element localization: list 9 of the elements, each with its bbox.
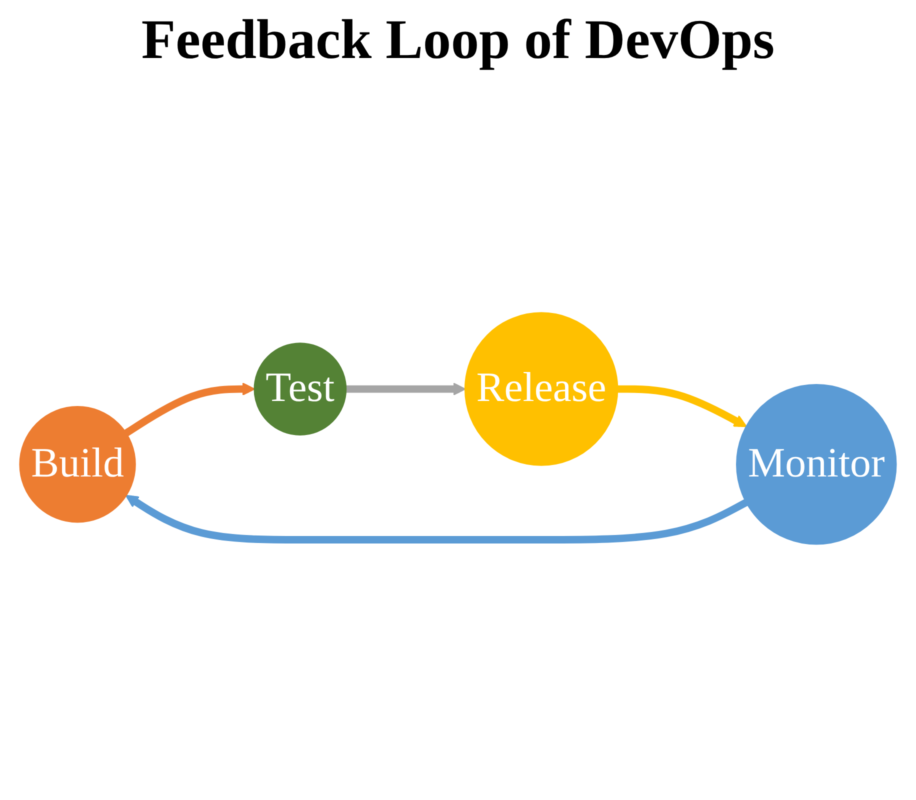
node-circle: Release [464, 312, 618, 466]
arrow [617, 384, 747, 427]
arrow [346, 382, 466, 396]
arrow [124, 382, 256, 436]
node-circle: Build [19, 406, 136, 522]
node-circle: Monitor [736, 384, 897, 544]
arrow [125, 494, 748, 543]
node-circle: Test [254, 342, 347, 435]
title: Feedback Loop of DevOps [140, 8, 776, 72]
